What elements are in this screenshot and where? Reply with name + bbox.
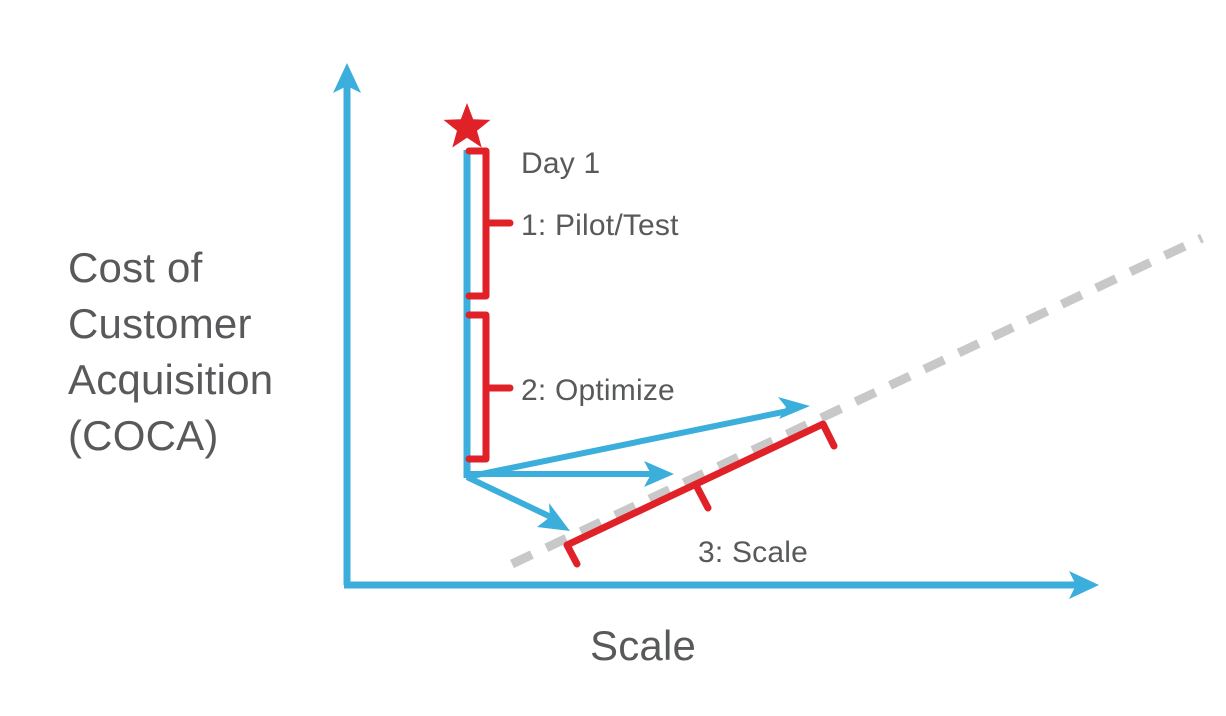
arrow-down-right: [465, 474, 570, 531]
x-axis-label: Scale: [590, 622, 696, 669]
y-axis-arrowhead: [333, 63, 361, 93]
outcome-arrows-group: [465, 397, 810, 531]
label-stage-2: 2: Optimize: [521, 374, 675, 407]
x-axis-arrowhead: [1069, 571, 1099, 599]
bracket-stage-3: [563, 420, 838, 568]
label-stage-1: 1: Pilot/Test: [521, 209, 679, 242]
label-day-1: Day 1: [521, 147, 600, 180]
dashed-trend-line: [510, 233, 1204, 569]
y-axis-label-line-3: Acquisition: [68, 356, 273, 403]
arrow-up-right: [466, 397, 810, 480]
arrow-flat-right: [467, 461, 674, 487]
y-axis-label-line-1: Cost of: [68, 244, 203, 291]
bracket-stage-1: [465, 147, 514, 300]
y-axis-label-line-4: (COCA): [68, 412, 219, 459]
y-axis-label-line-2: Customer: [68, 300, 252, 347]
bracket-stage-2: [465, 311, 514, 463]
star-icon: [443, 103, 491, 148]
label-stage-3: 3: Scale: [698, 536, 808, 569]
axes-group: [333, 63, 1099, 599]
